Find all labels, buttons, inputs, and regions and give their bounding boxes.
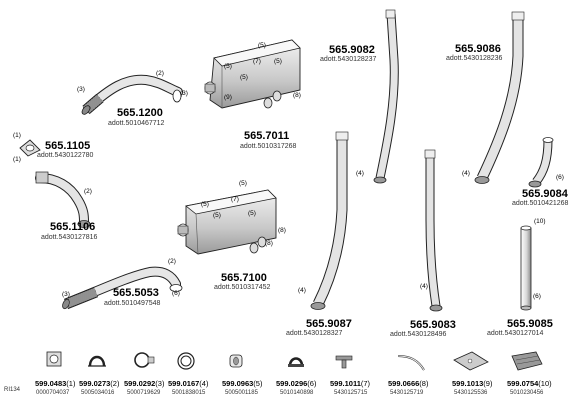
callout: (5) [213, 212, 221, 219]
accessory-number: 5005034016 [81, 390, 115, 396]
accessory-number: 5430125715 [334, 390, 368, 396]
callout: (4) [356, 170, 364, 177]
part-code-565-9084: 565.9084 [522, 188, 568, 200]
part-addtt-565-9083: adott.5430128496 [390, 331, 447, 338]
callout: (8) [293, 92, 301, 99]
pipe-565-9086 [474, 11, 525, 184]
part-addtt-565-9087: adott.5430128327 [286, 330, 343, 337]
callout: (6) [172, 290, 180, 297]
part-code-565-7100: 565.7100 [221, 272, 267, 284]
plate-icon-599-1013 [453, 351, 489, 371]
callout: (4) [298, 287, 306, 294]
part-addtt-565-7011: adott.5010317268 [240, 143, 297, 150]
pipe-565-9082 [373, 9, 399, 184]
callout: (5) [239, 180, 247, 187]
bush-icon-599-0963 [229, 354, 243, 368]
callout: (5) [201, 201, 209, 208]
accessory-code: 599.0483(1) [35, 379, 76, 388]
part-code-565-1200: 565.1200 [117, 107, 163, 119]
part-addtt-565-1106: adott.5430127816 [41, 234, 98, 241]
callout: (4) [420, 283, 428, 290]
callout: (1) [13, 132, 21, 139]
bracket-icon-599-1011 [335, 355, 353, 369]
part-code-565-7011: 565.7011 [244, 130, 290, 142]
clamp-icon-599-0296 [288, 357, 304, 367]
callout: (2) [156, 70, 164, 77]
callout: (5) [258, 42, 266, 49]
part-code-565-9082: 565.9082 [329, 44, 375, 56]
accessory-number: 5430125536 [454, 390, 488, 396]
callout: (2) [168, 258, 176, 265]
part-addtt-565-9084: adott.5010421268 [512, 200, 569, 207]
accessory-number: 5430125719 [390, 390, 424, 396]
callout: (2) [84, 188, 92, 195]
clamp-icon-599-0483 [46, 351, 62, 367]
accessory-number: 5010140898 [280, 390, 314, 396]
clamp-icon-599-0167 [177, 352, 195, 370]
accessory-number: 5000719629 [127, 390, 161, 396]
pipe-565-1106 [35, 171, 91, 228]
callout: (5) [248, 210, 256, 217]
accessory-number: 5005001185 [225, 390, 258, 396]
muffler-565-7100 [177, 189, 277, 255]
callout: (5) [274, 58, 282, 65]
accessory-number: 5001838015 [172, 390, 206, 396]
callout: (5) [240, 74, 248, 81]
callout: (10) [534, 218, 546, 225]
accessory-code: 599.1011(7) [330, 379, 371, 388]
callout: (8) [265, 240, 273, 247]
part-addtt-565-9082: adott.5430128237 [320, 56, 377, 63]
clamp-icon-599-0292 [134, 352, 155, 368]
part-code-565-1105: 565.1105 [45, 140, 91, 152]
part-addtt-565-5053: adott.5010497548 [104, 300, 161, 307]
callout: (1) [13, 156, 21, 163]
pipe-565-1200 [81, 74, 183, 115]
muffler-565-7011 [204, 39, 301, 109]
callout: (7) [231, 196, 239, 203]
callout: (3) [62, 291, 70, 298]
accessory-number: 0000704037 [36, 390, 70, 396]
part-code-565-1106: 565.1106 [50, 221, 96, 233]
callout: (6) [533, 293, 541, 300]
pipe-565-9084 [528, 137, 554, 188]
part-addtt-565-7100: adott.5010317452 [214, 284, 271, 291]
part-addtt-565-9085: adott.5430127014 [487, 330, 544, 337]
callout: (8) [278, 227, 286, 234]
accessory-code: 599.1013(9) [452, 379, 493, 388]
accessory-code: 599.0273(2) [79, 379, 120, 388]
callout: (7) [253, 58, 261, 65]
callout: (6) [556, 174, 564, 181]
callout: (4) [462, 170, 470, 177]
part-code-565-9083: 565.9083 [410, 319, 456, 331]
accessory-code: 599.0754(10) [507, 379, 552, 388]
callout: (3) [77, 86, 85, 93]
accessory-code: 599.0167(4) [168, 379, 209, 388]
pipe-565-9083 [424, 149, 443, 312]
part-code-565-9085: 565.9085 [507, 318, 553, 330]
callout: (5) [224, 63, 232, 70]
callout: (3) [180, 90, 188, 97]
flange-565-1105 [19, 139, 41, 157]
clamp-icon-599-0273 [88, 355, 106, 367]
part-addtt-565-1105: adott.5430122780 [37, 152, 94, 159]
pipe-565-9087 [310, 131, 349, 310]
accessory-code: 599.0666(8) [388, 379, 429, 388]
part-code-565-5053: 565.5053 [113, 287, 159, 299]
part-addtt-565-9086: adott.5430128236 [446, 55, 503, 62]
part-code-565-9086: 565.9086 [455, 43, 501, 55]
pipe-565-9085 [520, 225, 532, 311]
reference-label: RI134 [4, 387, 21, 393]
shield-icon-599-0754 [511, 351, 543, 371]
pipe-565-5053 [62, 266, 183, 310]
accessory-code: 599.0963(5) [222, 379, 263, 388]
strap-icon-599-0666 [397, 355, 425, 371]
accessory-number: 5010230456 [510, 390, 544, 396]
accessory-code: 599.0292(3) [124, 379, 165, 388]
part-addtt-565-1200: adott.5010467712 [108, 120, 165, 127]
callout: (9) [224, 94, 232, 101]
part-code-565-9087: 565.9087 [306, 318, 352, 330]
accessory-code: 599.0296(6) [276, 379, 317, 388]
